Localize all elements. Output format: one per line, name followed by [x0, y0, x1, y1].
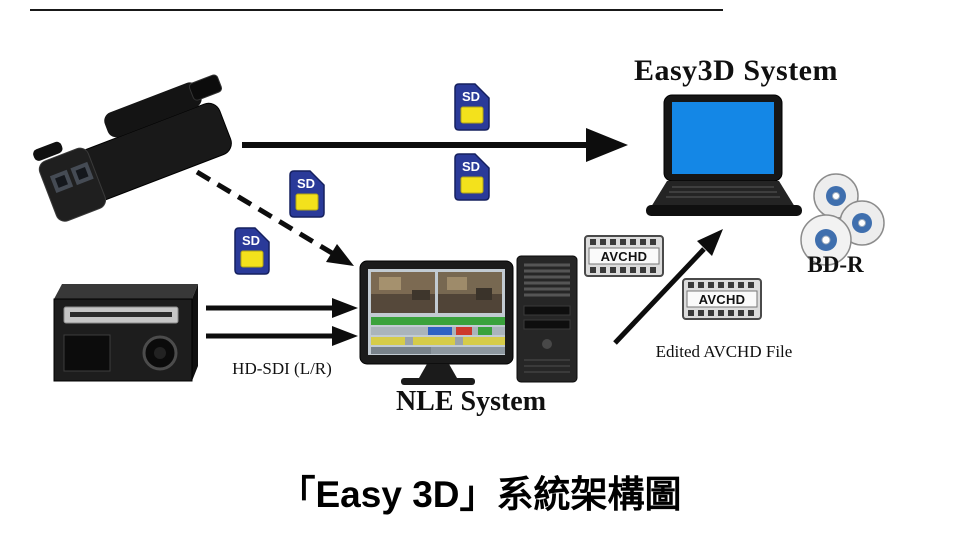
- nle-monitor-icon: [359, 260, 514, 385]
- diagram-caption: 「Easy 3D」系統架構圖: [278, 474, 682, 515]
- tower-drive-bay-2: [523, 319, 571, 330]
- sd-card-icon-1: SD: [289, 170, 325, 218]
- deck-top: [54, 284, 198, 299]
- avchd-file-icon-1: AVCHD: [584, 235, 664, 277]
- sd-card-label: SD: [242, 233, 260, 248]
- hd-sdi-label: HD-SDI (L/R): [232, 359, 332, 378]
- easy3d-laptop-icon: [646, 94, 802, 216]
- avchd-label: AVCHD: [601, 249, 648, 264]
- monitor-stand: [419, 364, 457, 378]
- tower-vents: [524, 263, 570, 297]
- camcorder-handle: [104, 82, 202, 138]
- sd-card-icon-2: SD: [234, 227, 270, 275]
- tower-drive-bay-1: [523, 305, 571, 316]
- arrowhead: [332, 326, 358, 346]
- video-preview-left: [371, 272, 435, 313]
- sd-card-icon-3: SD: [454, 83, 490, 131]
- edited-avchd-file-label: Edited AVCHD File: [655, 342, 793, 361]
- sd-card-label: SD: [297, 176, 315, 191]
- arrow-deck-to-nle-left: [206, 298, 358, 318]
- arrowhead: [326, 244, 354, 266]
- sd-card-sticker: [240, 250, 264, 268]
- sd-card-icon-4: SD: [454, 153, 490, 201]
- sd-card-sticker: [295, 193, 319, 211]
- laptop-base: [646, 205, 802, 216]
- film-label-band: [686, 290, 758, 308]
- arrowhead: [697, 229, 723, 256]
- avchd-label: AVCHD: [699, 292, 746, 307]
- easy3d-system-label: Easy3D System: [633, 54, 838, 87]
- bdr-discs-icon: [800, 173, 885, 266]
- camcorder-mic: [33, 141, 63, 161]
- nle-system-label: NLE System: [395, 386, 547, 417]
- sd-card-label: SD: [462, 159, 480, 174]
- arrowhead: [586, 128, 628, 162]
- 3d-camcorder-icon: [33, 74, 232, 222]
- arrow-camera-to-easy3d: [242, 128, 628, 162]
- film-label-band: [588, 247, 660, 265]
- laptop-keyboard-deck: [651, 181, 795, 207]
- laptop-key-rows: [666, 186, 780, 198]
- monitor-base: [401, 378, 475, 385]
- timeline-tracks: [371, 317, 505, 354]
- laptop-screen: [672, 102, 774, 174]
- arrow-nle-to-easy3d: [613, 229, 723, 345]
- arrow-camera-to-nle-dashed: [195, 169, 354, 266]
- sd-card-label: SD: [462, 89, 480, 104]
- film-sprockets: [688, 282, 754, 316]
- sd-card-sticker: [460, 106, 484, 124]
- video-preview-right: [438, 272, 502, 313]
- hd-deck-icon: [53, 284, 198, 382]
- tower-lower-vents: [524, 359, 570, 373]
- bd-r-label: BD-R: [807, 252, 864, 277]
- film-sprockets: [590, 239, 656, 273]
- sd-card-sticker: [460, 176, 484, 194]
- avchd-file-icon-2: AVCHD: [682, 278, 762, 320]
- pc-tower-icon: [516, 255, 578, 383]
- arrow-deck-to-nle-right: [206, 326, 358, 346]
- disc-front: [800, 214, 852, 266]
- deck-side: [192, 284, 198, 381]
- camcorder-eyepiece: [188, 74, 223, 101]
- deck-display: [63, 334, 111, 372]
- tower-case: [516, 255, 578, 383]
- arrowhead: [332, 298, 358, 318]
- tower-power-button: [542, 339, 552, 349]
